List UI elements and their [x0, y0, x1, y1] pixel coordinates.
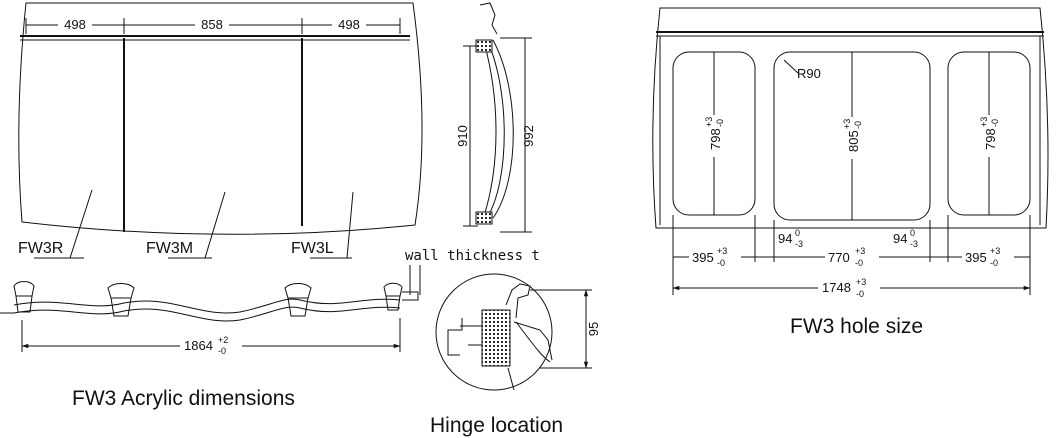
gap-right-tol-upper: 0 [910, 228, 915, 238]
hole-overall-tol-lower: -0 [856, 289, 864, 299]
hole-middle-height-value: 805 [846, 130, 861, 152]
hole-left-width-tol-upper: +3 [717, 246, 727, 256]
hole-right-width-tol-lower: -0 [990, 258, 998, 268]
hole-left-width-value: 395 [692, 250, 714, 265]
hinge-detail: wall thickness t 95 Hinge location [405, 248, 601, 437]
dim-top-right: 498 [338, 17, 360, 32]
gap-right-value: 94 [893, 231, 907, 246]
overall-width-tol-lower: -0 [218, 346, 226, 356]
hinge-caption: Hinge location [430, 414, 563, 437]
hole-overall-value: 1748 [822, 280, 851, 295]
gap-left-tol-upper: 0 [795, 228, 800, 238]
hole-middle-width-tol-upper: +3 [855, 246, 865, 256]
hole-caption: FW3 hole size [790, 315, 923, 338]
hole-middle-height-tol-lower: -0 [853, 121, 863, 129]
dim-top-left: 498 [64, 17, 86, 32]
side-height-inner: 910 [455, 125, 470, 147]
side-height-outer: 992 [521, 125, 536, 147]
dim-top-middle: 858 [201, 17, 223, 32]
hole-left-height-value: 798 [708, 128, 723, 150]
gap-left-tol-lower: -3 [795, 239, 803, 249]
panel-label-fw3m: FW3M [146, 240, 193, 257]
hole-middle-width-tol-lower: -0 [855, 258, 863, 268]
hinge-height: 95 [586, 322, 601, 336]
hole-right-width-tol-upper: +3 [990, 246, 1000, 256]
corner-radius-label: R90 [797, 66, 821, 81]
side-view: 910 992 [455, 2, 536, 233]
hole-middle-height-tol-upper: +3 [842, 119, 852, 129]
overall-width-value: 1864 [184, 338, 213, 353]
hole-right-width-value: 395 [965, 250, 987, 265]
panel-label-fw3r: FW3R [18, 240, 63, 257]
hole-middle-width-value: 770 [828, 250, 850, 265]
hole-right-height-value: 798 [983, 128, 998, 150]
hole-left-height-tol-lower: -0 [715, 119, 725, 127]
hole-left-width-tol-lower: -0 [717, 258, 725, 268]
front-view: 498 858 498 FW3R FW3M FW3L [18, 2, 423, 259]
panel-label-fw3l: FW3L [291, 240, 334, 257]
plan-view: 1864 +2 -0 FW3 Acrylic dimensions [0, 281, 419, 410]
hole-right-height-tol-lower: -0 [990, 119, 1000, 127]
front-caption: FW3 Acrylic dimensions [72, 387, 295, 410]
wall-thickness-label: wall thickness t [405, 248, 540, 264]
hole-left-height-tol-upper: +3 [704, 117, 714, 127]
gap-left-value: 94 [778, 231, 792, 246]
gap-right-tol-lower: -3 [910, 239, 918, 249]
hole-view: 798 +3 -0 805 +3 -0 798 +3 -0 R90 395 +3… [652, 7, 1049, 338]
hole-overall-tol-upper: +3 [856, 277, 866, 287]
hole-right-height-tol-upper: +3 [979, 117, 989, 127]
overall-width-tol-upper: +2 [218, 335, 228, 345]
